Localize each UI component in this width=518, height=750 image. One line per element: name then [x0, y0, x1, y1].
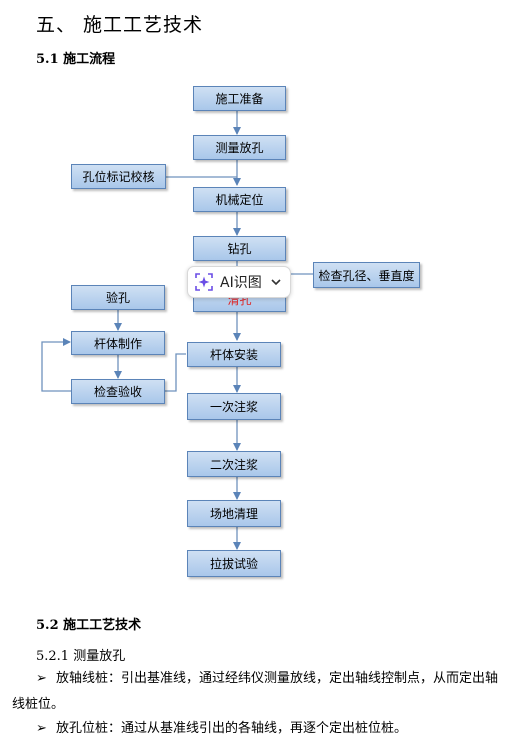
paragraph-hole-stakes: ➢ 放孔位桩：通过从基准线引出的各轴线，再逐个定出桩位桩。 [12, 716, 502, 742]
step-rod-install: 杆体安装 [187, 342, 281, 367]
loop-check-make [41, 338, 72, 392]
section-title: 五、 施工工艺技术 [36, 14, 204, 36]
ai-image-recognition-label: AI识图 [220, 275, 262, 291]
sparkle-scan-icon [195, 273, 213, 291]
step-pull-test: 拉拔试验 [187, 550, 281, 577]
step-rod-make: 杆体制作 [71, 331, 165, 355]
paragraph-text-1: 放轴线桩：引出基准线，通过经纬仪测量放线，定出轴线控制点，从而定出轴线桩位。 [12, 671, 499, 712]
step-prep: 施工准备 [193, 86, 286, 111]
step-calib: 孔位标记校核 [71, 164, 166, 189]
step-rod-check: 检查验收 [71, 379, 165, 404]
paragraph-text-2: 放孔位桩：通过从基准线引出的各轴线，再逐个定出桩位桩。 [56, 721, 408, 736]
subsection-title-tech: 5.2 施工工艺技术 [36, 618, 142, 633]
step-check-dim: 检查孔径、垂直度 [313, 262, 420, 288]
step-inspect-hole: 验孔 [71, 285, 165, 310]
bullet-arrow: ➢ [36, 671, 47, 686]
subsection-title-flow: 5.1 施工流程 [36, 52, 116, 67]
step-site-clean: 场地清理 [187, 500, 281, 527]
bullet-arrow: ➢ [36, 721, 47, 736]
step-drill: 钻孔 [193, 236, 286, 261]
paragraph-axis-stakes: ➢放轴线桩：引出基准线，通过经纬仪测量放线，定出轴线控制点，从而定出轴线桩位。 [12, 666, 502, 718]
step-grout1: 一次注浆 [187, 393, 281, 420]
step-grout2: 二次注浆 [187, 451, 281, 477]
chevron-down-icon[interactable] [268, 274, 284, 290]
step-survey: 测量放孔 [193, 135, 286, 160]
step-locate: 机械定位 [193, 187, 286, 212]
subsubsection-title-survey: 5.2.1 测量放孔 [36, 649, 126, 664]
ai-image-recognition-button[interactable]: AI识图 [187, 266, 291, 298]
link-check-install [165, 353, 186, 392]
flowchart-connectors [41, 111, 313, 550]
